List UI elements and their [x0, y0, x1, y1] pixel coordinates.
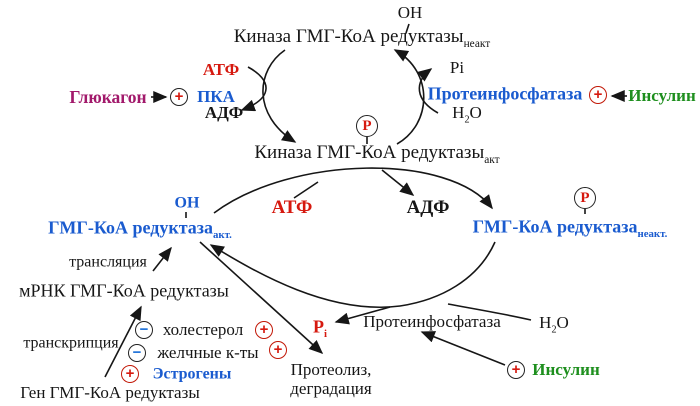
arc-reductase-inact-to-act	[209, 241, 496, 308]
cholesterol-label: холестерол	[162, 320, 244, 340]
transcription-label: транскрипция	[23, 334, 119, 352]
oh-group-top: OH	[397, 3, 423, 23]
arc-kinase-inact-to-act	[262, 49, 297, 143]
atp-mid-label: АТФ	[271, 197, 313, 219]
reductase-active-subscript: акт.	[213, 229, 232, 242]
arrow-atf-to-adf-top	[240, 66, 267, 112]
arrow-insulin-to-phosphatase-bottom	[420, 331, 506, 366]
adp-mid-label: АДФ	[406, 197, 450, 219]
phosphatase-top-label: Протеинфосфатаза	[427, 83, 583, 104]
glucagon-label: Глюкагон	[69, 86, 147, 107]
branch-pi-released	[334, 306, 391, 325]
estrogens-label: Эстрогены	[152, 365, 232, 383]
proteolysis-label-line2: деградация	[290, 379, 372, 399]
branch-adf-mid	[381, 169, 415, 196]
plus-icon: +	[589, 86, 607, 104]
arrow-reductase-to-proteolysis	[199, 241, 324, 355]
reductase-inactive-label: ГМГ-КоА редуктазанеакт.	[472, 216, 668, 241]
pka-label: ПКА	[197, 87, 235, 107]
phosphate-icon: P	[356, 115, 378, 137]
kinase-inactive-label: Киназа ГМГ-КоА редуктазынеакт	[233, 26, 491, 50]
adp-top-label: АДФ	[204, 103, 244, 123]
phosphatase-bottom-label: Протеинфосфатаза	[363, 312, 501, 332]
oh-group-mid: OH	[174, 194, 200, 212]
minus-icon: −	[128, 344, 146, 362]
branch-atf-mid	[293, 181, 319, 199]
arrow-transcription	[104, 305, 142, 378]
reductase-inactive-subscript: неакт.	[637, 228, 668, 241]
branch-h2o-bottom	[447, 303, 532, 321]
atp-top-label: АТФ	[202, 60, 240, 80]
phosphate-icon: P	[574, 187, 596, 209]
plus-icon: +	[255, 321, 273, 339]
kinase-active-label: Киназа ГМГ-КоА редуктазыакт	[254, 142, 500, 166]
arrow-h2o-to-pi-top	[417, 68, 439, 114]
translation-label: трансляция	[69, 253, 147, 271]
gene-label: Ген ГМГ-КоА редуктазы	[20, 383, 200, 403]
kinase-inactive-subscript: неакт	[463, 37, 491, 50]
plus-icon: +	[507, 361, 525, 379]
arc-kinase-act-to-inact	[393, 49, 425, 145]
plus-icon: +	[269, 341, 287, 359]
plus-icon: +	[121, 365, 139, 383]
proteolysis-label-line1: Протеолиз,	[290, 360, 372, 380]
plus-icon: +	[170, 88, 188, 106]
pi-released-label: Pi	[313, 316, 327, 341]
h2o-bottom-label: H2O	[539, 313, 569, 336]
bile-acids-label: желчные к-ты	[157, 343, 259, 363]
arc-reductase-act-to-inact	[213, 167, 493, 214]
insulin-top-label: Инсулин	[628, 86, 696, 106]
h2o-top-label: H2O	[452, 103, 482, 126]
insulin-bottom-label: Инсулин	[532, 360, 600, 380]
mrna-label: мРНК ГМГ-КоА редуктазы	[19, 280, 229, 301]
reductase-active-label: ГМГ-КоА редуктазаакт.	[48, 217, 232, 242]
pi-top-label: Pi	[449, 58, 465, 78]
kinase-active-subscript: акт	[484, 153, 500, 166]
stem-oh-top	[405, 23, 410, 34]
arrow-translation	[152, 246, 172, 272]
minus-icon: −	[135, 321, 153, 339]
